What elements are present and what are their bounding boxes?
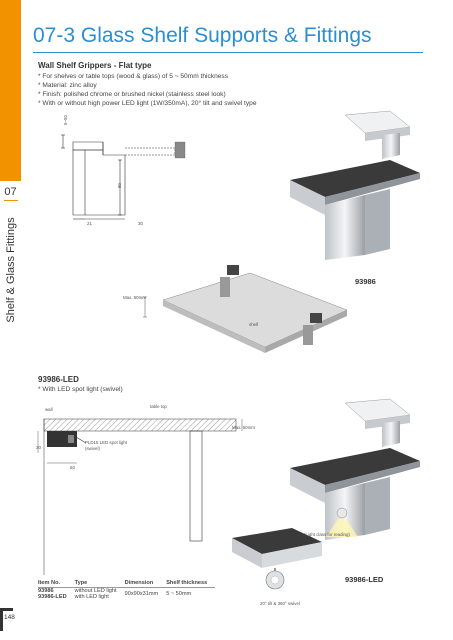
section2-bullet: * With LED spot light (swivel) [38, 386, 123, 393]
table-row: 93986 without LED light 90x90x31mm 5 ~ 5… [38, 588, 215, 597]
chapter-number: 07 [4, 186, 17, 198]
dim-led-height: 30 [36, 445, 41, 450]
product-photo-93986-led [290, 398, 420, 540]
section1-bullet-3: * Finish: polished chrome or brushed nic… [38, 91, 226, 98]
led-closeup-photo [232, 528, 322, 590]
product-code-93986: 93986 [355, 277, 376, 286]
reading-light-label: (Light class for reading) [304, 532, 350, 537]
page-title: 07-3 Glass Shelf Supports & Fittings [33, 24, 372, 47]
section2-heading: 93986-LED [38, 375, 79, 384]
chapter-color-bar [0, 0, 21, 181]
page-number: 148 [4, 614, 15, 621]
side-profile-drawing [61, 134, 186, 220]
dim-width: 30 [138, 221, 143, 226]
chapter-label: Shelf & Glass Fittings [1, 210, 21, 330]
dimension-cell: 90x90x31mm [124, 591, 159, 597]
row1-type: without LED light [74, 588, 117, 594]
col-type: Type [74, 580, 125, 588]
spec-table: Item No. Type Dimension Shelf thickness … [38, 580, 216, 600]
product-code-93986-led: 93986-LED [345, 575, 384, 584]
dim-thickness: 5~50 [63, 115, 68, 125]
dim-led-width: 60 [70, 465, 75, 470]
led-section-drawing [37, 418, 243, 575]
section1-heading: Wall Shelf Grippers - Flat type [38, 61, 152, 70]
swivel-label: 20° tilt & 360° swivel [260, 601, 300, 606]
row2-item: 93986-LED [38, 594, 67, 600]
shelf-illustration [143, 265, 348, 353]
col-item-no: Item No. [38, 580, 75, 588]
led-spot-label-2: (swivel) [85, 446, 100, 451]
page-corner-mark [0, 608, 13, 631]
section1-bullet-4: * With or without high power LED light (… [38, 100, 257, 107]
col-shelf-thickness: Shelf thickness [166, 580, 216, 588]
table-header-row: Item No. Type Dimension Shelf thickness [38, 580, 216, 588]
max-thickness-label: Max. 50mm [123, 295, 146, 300]
max-thickness-label-2: Max. 50mm [232, 425, 255, 430]
table-row: 93986-LED with LED light [38, 594, 215, 600]
section1-bullet-1: * For shelves or table tops (wood & glas… [38, 73, 229, 80]
thickness-cell: 5 ~ 50mm [166, 591, 192, 597]
chapter-rule [4, 200, 18, 201]
chapter-label-text: Shelf & Glass Fittings [5, 217, 17, 323]
table-top-label: table top [150, 404, 167, 409]
col-dimension: Dimension [124, 580, 167, 588]
row1-item: 93986 [38, 588, 54, 594]
row2-type: with LED light [74, 594, 109, 600]
dim-depth: 21 [87, 221, 92, 226]
wall-label: wall [45, 407, 53, 412]
led-spot-label: PLD15 LED spot light [85, 440, 127, 445]
section1-bullet-2: * Material: zinc alloy [38, 82, 97, 89]
dim-height: 80 [117, 183, 122, 188]
title-underline [33, 52, 423, 53]
shelf-label: shelf [249, 322, 259, 327]
product-photo-93986 [290, 110, 420, 260]
